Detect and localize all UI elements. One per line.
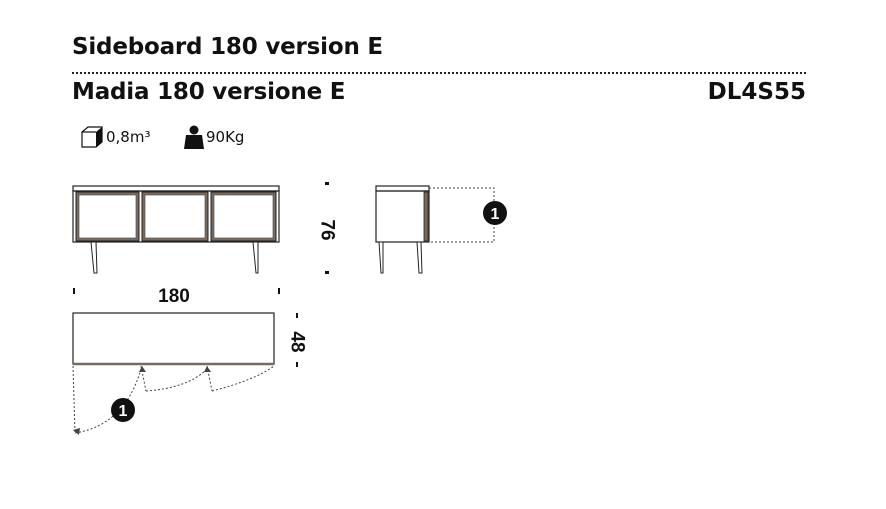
title-italian: Madia 180 versione E: [72, 79, 346, 105]
product-code: DL4S55: [707, 79, 806, 105]
height-label: 76: [317, 219, 338, 240]
width-label: 180: [158, 286, 190, 307]
callout-number: 1: [119, 403, 128, 420]
volume-spec: 0,8m³: [80, 124, 150, 150]
callout-door-swing: 1: [111, 398, 135, 422]
side-view: [375, 185, 495, 274]
front-leg-left: [90, 241, 98, 274]
callout-number: 1: [491, 206, 500, 223]
weight-icon: [184, 125, 204, 149]
width-dimension: [73, 288, 280, 294]
dotted-divider: [72, 72, 806, 74]
box-icon: [81, 126, 103, 148]
title-english: Sideboard 180 version E: [72, 34, 383, 60]
callout-door-opening: 1: [483, 201, 507, 225]
top-view: [72, 312, 275, 435]
volume-value: 0,8m³: [106, 128, 151, 146]
weight-spec: 90Kg: [182, 124, 244, 150]
depth-label: 48: [287, 331, 308, 352]
depth-dimension: [296, 313, 298, 367]
weight-value: 90Kg: [206, 128, 245, 146]
height-dimension: [325, 182, 329, 274]
front-leg-right: [252, 241, 259, 274]
side-leg-left: [378, 241, 384, 274]
side-leg-right: [416, 241, 423, 274]
front-view: [72, 185, 280, 274]
